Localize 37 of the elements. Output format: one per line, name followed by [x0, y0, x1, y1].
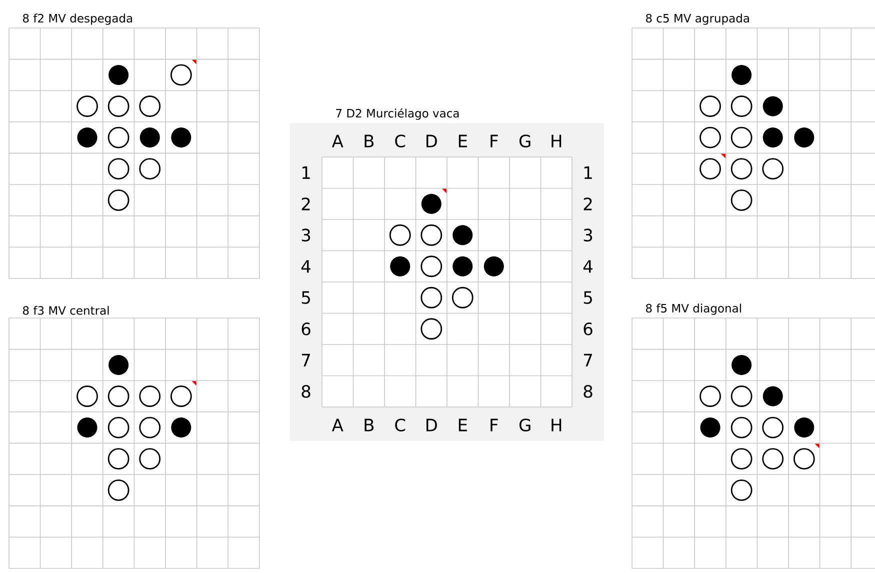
coordinate-label: C — [395, 418, 406, 432]
coordinate-label: A — [332, 134, 344, 148]
coordinate-label: 4 — [301, 260, 310, 273]
coordinate-label: 1 — [302, 166, 310, 179]
coordinate-label: 7 — [584, 354, 592, 366]
coordinate-label: F — [490, 134, 498, 148]
coordinate-label: 3 — [584, 228, 592, 242]
coordinate-label: E — [458, 134, 467, 148]
coordinate-label: D — [426, 134, 437, 148]
coordinate-label: D — [426, 418, 437, 432]
board-title: 8 c5 MV agrupada — [646, 14, 749, 25]
coordinate-label: G — [520, 418, 530, 432]
coordinate-label: 5 — [302, 291, 310, 304]
coordinate-label: 2 — [302, 198, 310, 210]
coordinate-label: 3 — [302, 228, 310, 242]
coordinate-label: G — [520, 134, 530, 148]
coordinate-label: C — [395, 134, 406, 148]
coordinate-label: 8 — [302, 384, 310, 398]
coordinate-label: H — [552, 418, 562, 432]
coordinate-label: 7 — [302, 354, 310, 366]
coordinate-label: E — [458, 418, 467, 432]
coordinate-label: A — [332, 418, 344, 432]
coordinate-label: 1 — [584, 166, 592, 179]
coordinate-label: H — [552, 134, 562, 148]
board-title: 8 f2 MV despegada — [22, 14, 132, 25]
coordinate-label: 5 — [584, 291, 592, 304]
board-title: 8 f3 MV central — [22, 306, 109, 315]
board-title: 8 f5 MV diagonal — [646, 304, 741, 315]
coordinate-label: 6 — [584, 322, 592, 336]
coordinate-label: B — [364, 418, 374, 432]
coordinate-label: 6 — [302, 322, 310, 336]
coordinate-label: B — [364, 134, 374, 148]
coordinate-label: 4 — [583, 260, 592, 273]
coordinate-label: 2 — [584, 198, 592, 210]
coordinate-label: F — [490, 418, 498, 432]
coordinate-label: 8 — [584, 384, 592, 398]
board-title: 7 D2 Murciélago vaca — [336, 108, 459, 120]
